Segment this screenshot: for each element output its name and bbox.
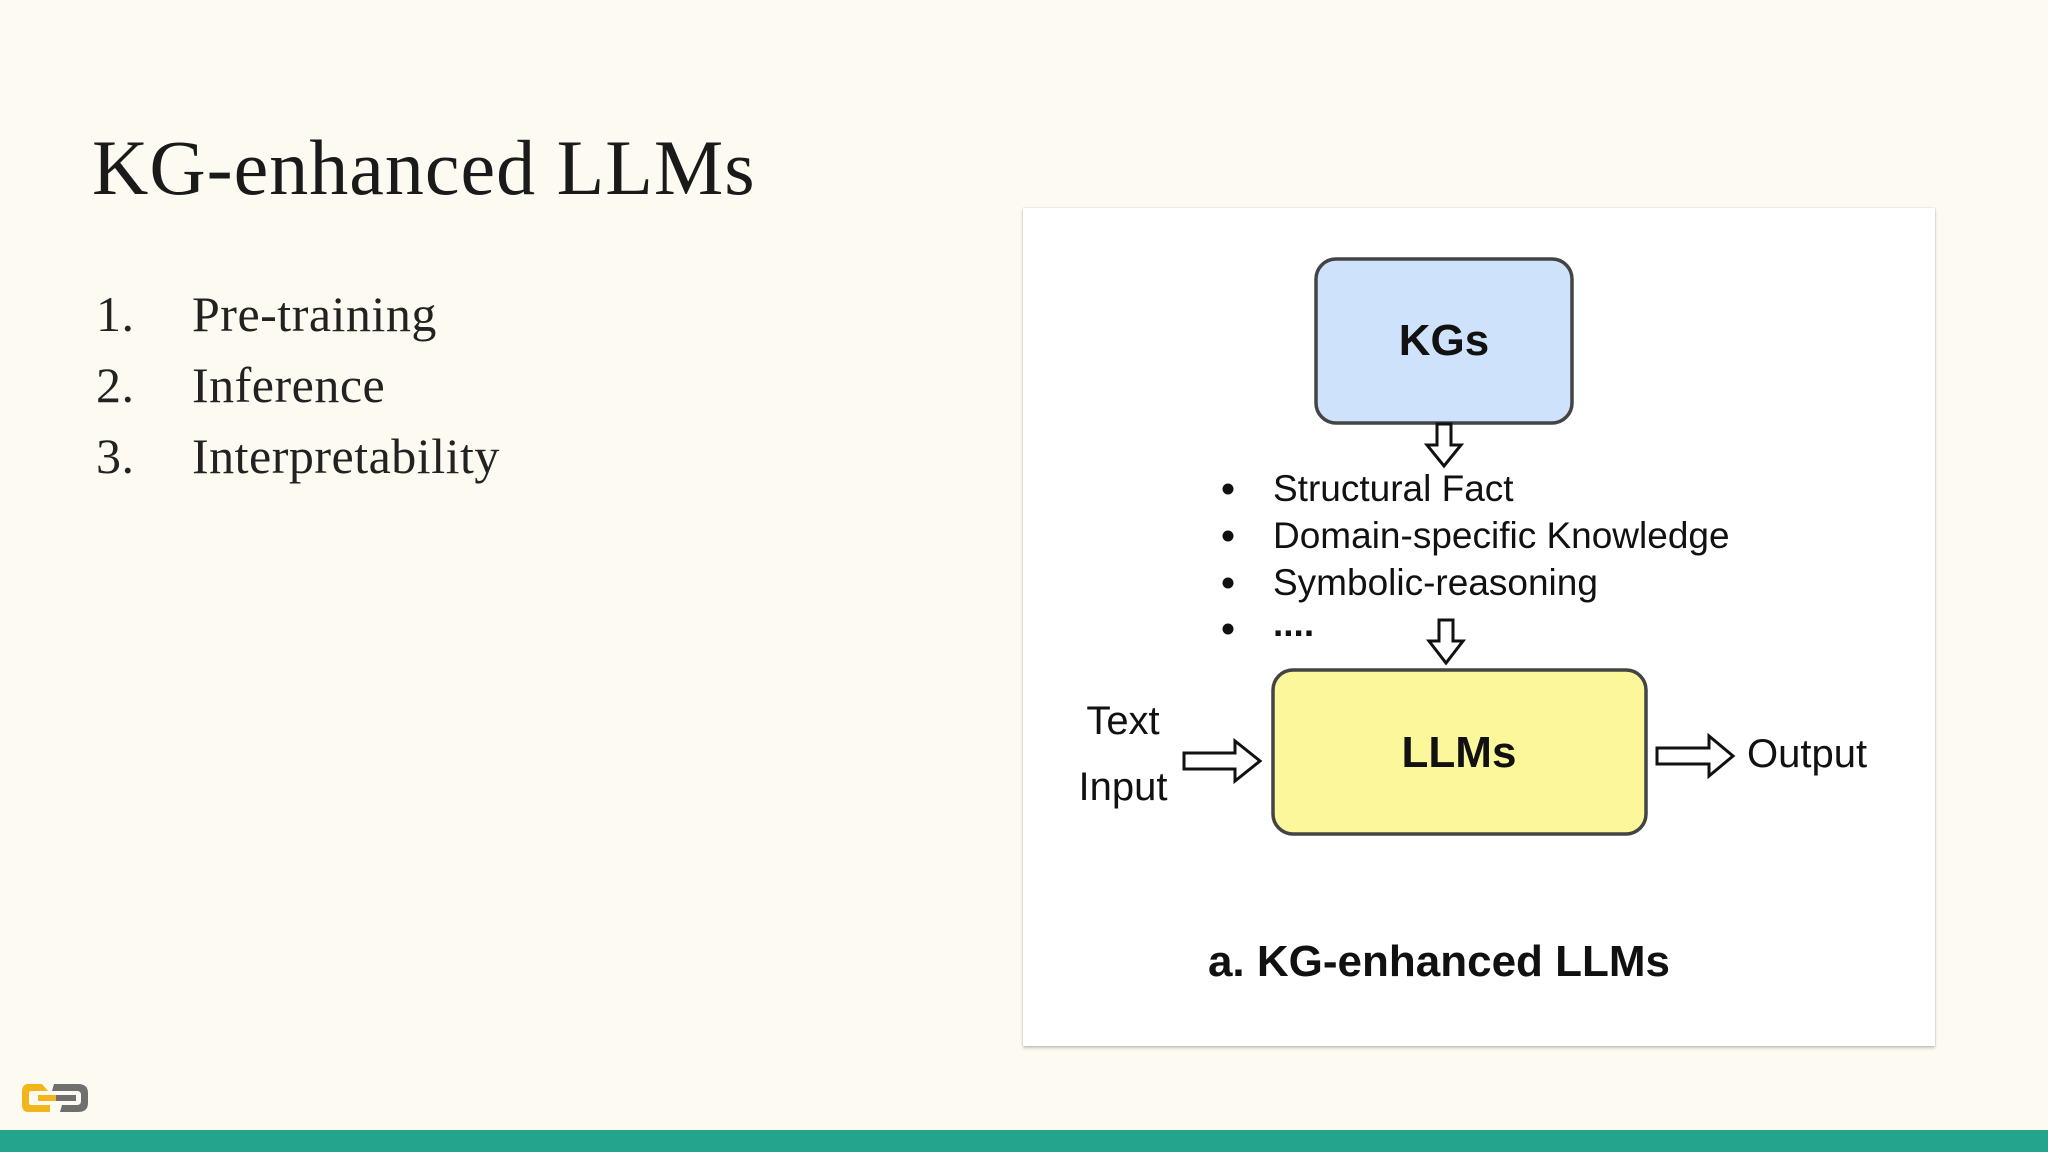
output-label: Output bbox=[1747, 732, 1867, 776]
diagram-canvas: KGs Structural Fact Domain-specific Know… bbox=[1079, 257, 1867, 986]
right-arrow-icon bbox=[1182, 737, 1263, 785]
slide-title: KG-enhanced LLMs bbox=[92, 124, 756, 211]
bullet-structural-fact: Structural Fact bbox=[1273, 468, 1514, 509]
bullet-dot bbox=[1222, 530, 1234, 542]
brand-logo-icon bbox=[22, 1084, 88, 1112]
text-input-label-line2: Input bbox=[1079, 765, 1168, 809]
topic-label: Interpretability bbox=[192, 427, 500, 484]
topic-item: 1. Pre-training bbox=[96, 278, 500, 349]
knowledge-bullet-list: Structural Fact Domain-specific Knowledg… bbox=[1222, 468, 1730, 644]
bullet-symbolic-reasoning: Symbolic-reasoning bbox=[1273, 562, 1598, 603]
llm-node-box bbox=[1271, 668, 1648, 836]
bullet-dot bbox=[1222, 623, 1234, 635]
bullet-dot bbox=[1222, 483, 1234, 495]
right-arrow-icon bbox=[1655, 732, 1736, 780]
bullet-domain-knowledge: Domain-specific Knowledge bbox=[1273, 515, 1730, 556]
figure-caption: a. KG-enhanced LLMs bbox=[1208, 937, 1670, 986]
llm-node-label: LLMs bbox=[1402, 728, 1517, 777]
bullet-dot bbox=[1222, 577, 1234, 589]
topic-list: 1. Pre-training 2. Inference 3. Interpre… bbox=[96, 278, 500, 491]
footer-bar bbox=[0, 1130, 2048, 1152]
topic-item: 2. Inference bbox=[96, 349, 500, 420]
text-input-label-line1: Text bbox=[1086, 699, 1159, 743]
topic-number: 1. bbox=[96, 285, 135, 342]
down-arrow-icon bbox=[1423, 422, 1465, 469]
topic-number: 2. bbox=[96, 356, 135, 413]
kg-node-label: KGs bbox=[1399, 316, 1489, 365]
topic-item: 3. Interpretability bbox=[96, 420, 500, 491]
topic-label: Inference bbox=[192, 356, 386, 413]
diagram-figure: KGs Structural Fact Domain-specific Know… bbox=[1023, 208, 1935, 1046]
topic-label: Pre-training bbox=[192, 285, 437, 342]
down-arrow-icon bbox=[1425, 618, 1467, 666]
topic-number: 3. bbox=[96, 427, 135, 484]
bullet-ellipsis: .... bbox=[1273, 603, 1314, 644]
